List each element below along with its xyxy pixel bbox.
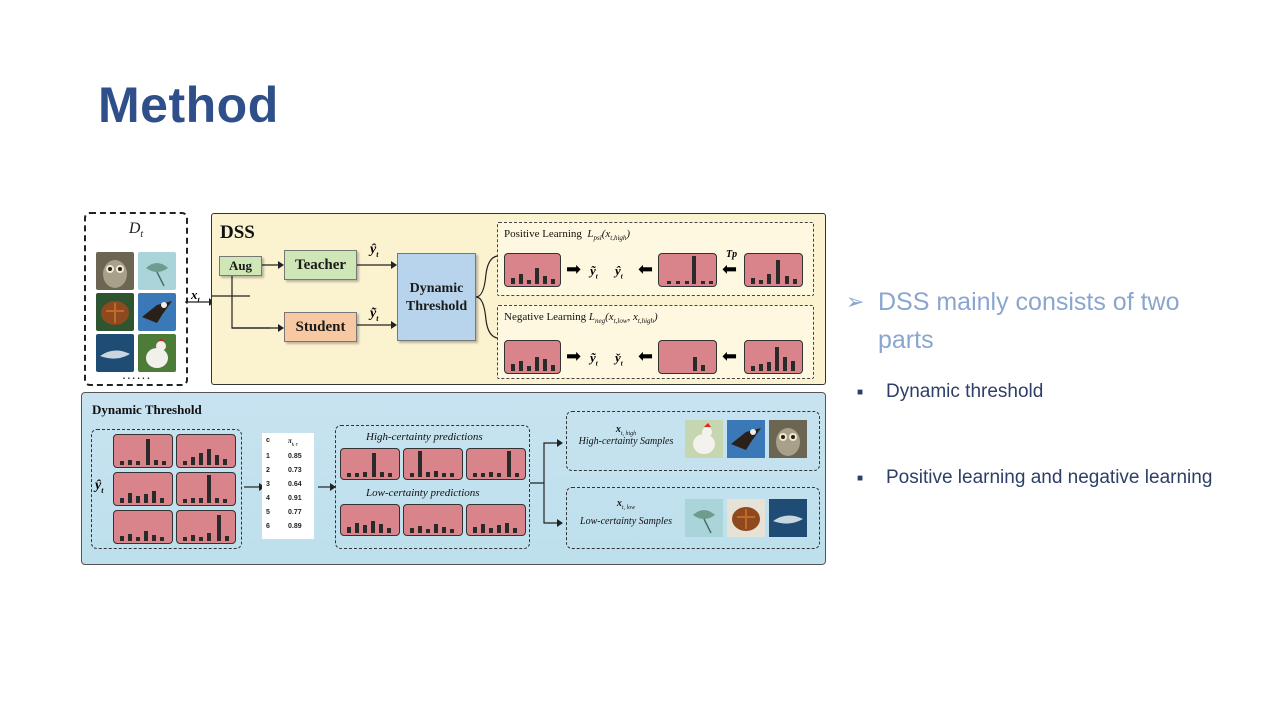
dataset-more: ......	[122, 366, 152, 382]
nl-histogram-1	[504, 340, 561, 374]
arrow-right-icon: ➡	[566, 346, 582, 366]
rooster-image	[138, 334, 176, 372]
arrow-left-icon: ⬅	[722, 259, 738, 279]
low-samples-x: xt, low	[616, 498, 636, 511]
dss-connectors	[212, 255, 498, 339]
shark-image	[96, 334, 134, 372]
pred-histogram	[113, 472, 173, 506]
positive-learning-box: Positive Learning Lpsl(xt,high) ➡ ỹt ŷt …	[497, 222, 814, 296]
eagle-image	[138, 293, 176, 331]
pl-y-tilde: ỹt	[590, 263, 598, 281]
pred-histogram	[113, 434, 173, 468]
low-certainty-label: Low-certainty predictions	[366, 487, 480, 499]
split-arrows	[530, 439, 563, 527]
nl-y-tilde: ỹt	[590, 350, 598, 368]
low-samples-label: Low-certainty Samples	[580, 516, 672, 527]
pl-histogram-2	[658, 253, 717, 287]
arrow-right-icon: ➡	[566, 259, 582, 279]
arrow-left-icon: ⬅	[722, 346, 738, 366]
nl-y-check: y̌t	[615, 350, 623, 368]
sub-bullet-pl-nl: Positive learning and negative learning	[886, 467, 1213, 488]
high-samples-box: xt, high High-certainty Samples	[566, 411, 820, 471]
shark-image	[769, 499, 807, 537]
pl-histogram-1	[504, 253, 561, 287]
stingray-image	[685, 499, 723, 537]
nl-histogram-3	[744, 340, 803, 374]
low-histogram	[403, 504, 463, 536]
main-bullet: ➢ DSS mainly consists of two parts	[846, 283, 1180, 359]
owl-image	[96, 252, 134, 290]
student-output: ỹt	[370, 306, 379, 323]
dss-title: DSS	[220, 222, 255, 243]
pred-histogram	[113, 510, 173, 544]
turtle-image	[96, 293, 134, 331]
pl-histogram-3	[744, 253, 803, 287]
sub-bullet-dynamic-threshold: Dynamic threshold	[886, 381, 1044, 402]
pred-histogram	[176, 510, 236, 544]
square-bullet-icon: ■	[857, 473, 864, 484]
tp-label: Tp	[726, 249, 738, 260]
high-histogram	[340, 448, 400, 480]
dynamic-threshold-title: Dynamic Threshold	[92, 402, 202, 417]
low-samples-box: xt, low Low-certainty Samples	[566, 487, 820, 549]
nl-histogram-2	[658, 340, 717, 374]
high-certainty-label: High-certainty predictions	[366, 431, 483, 443]
arrow-left-icon: ⬅	[638, 259, 654, 279]
dataset-box: Dt ......	[84, 212, 188, 386]
square-bullet-icon: ■	[857, 387, 864, 398]
arrow-bullet-icon: ➢	[846, 289, 865, 314]
y-hat-label: ŷt	[95, 478, 104, 495]
table-header-c: c	[266, 437, 270, 444]
eagle-image	[727, 420, 765, 458]
dataset-label: Dt	[128, 220, 144, 241]
negative-learning-label: Negative Learning Lneg(xt,low, xt,high)	[504, 311, 658, 326]
high-samples-label: High-certainty Samples	[578, 436, 674, 447]
low-histogram	[466, 504, 526, 536]
table-header-pi: πt, c	[288, 437, 298, 448]
low-histogram	[340, 504, 400, 536]
negative-learning-box: Negative Learning Lneg(xt,low, xt,high) …	[497, 305, 814, 379]
positive-learning-label: Positive Learning Lpsl(xt,high)	[504, 228, 631, 243]
high-histogram	[466, 448, 526, 480]
main-bullet-line-2: parts	[878, 326, 934, 354]
stingray-image	[138, 252, 176, 290]
rooster-image	[685, 420, 723, 458]
certainty-predictions-box: High-certainty predictions Low-certainty…	[335, 425, 530, 549]
teacher-node: Teacher	[284, 250, 357, 280]
input-label: xt	[191, 287, 200, 305]
owl-image	[769, 420, 807, 458]
high-histogram	[403, 448, 463, 480]
arrow-left-icon: ⬅	[638, 346, 654, 366]
turtle-image	[727, 499, 765, 537]
main-bullet-line-1: DSS mainly consists of two	[878, 288, 1180, 316]
teacher-output: ŷt	[370, 242, 379, 259]
predictions-box: ŷt	[91, 429, 242, 549]
pred-histogram	[176, 472, 236, 506]
student-node: Student	[284, 312, 357, 342]
pl-y-hat: ŷt	[615, 263, 623, 281]
aug-node: Aug	[219, 256, 262, 276]
slide-title: Method	[98, 77, 279, 133]
arrow-right-icon	[318, 483, 336, 491]
high-samples-x: xt, high	[615, 424, 637, 437]
pred-histogram	[176, 434, 236, 468]
